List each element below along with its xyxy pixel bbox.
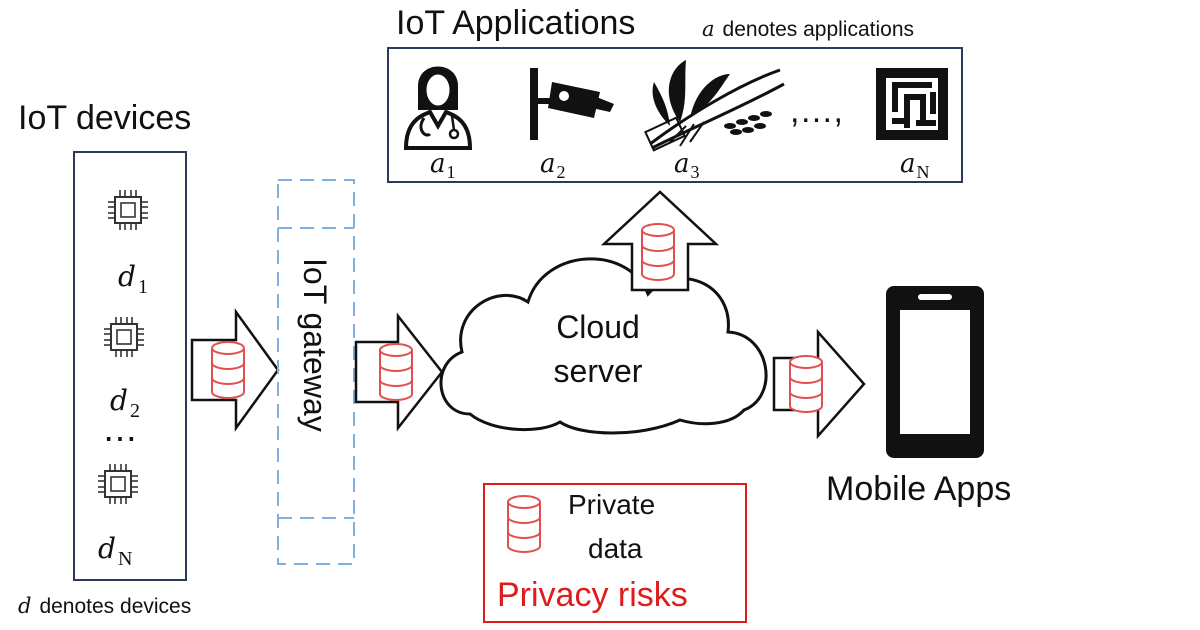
smartphone-icon: [886, 286, 984, 458]
camera-icon: [530, 68, 614, 140]
cloud-label-line2: server: [554, 353, 643, 389]
cloud-server-shape: [439, 257, 768, 435]
database-icon: [789, 355, 823, 413]
applications-ellipsis: ,…,: [790, 92, 843, 130]
chip-icon: [107, 189, 149, 231]
application-label-3: a3: [674, 149, 700, 182]
legend-private-line1: Private: [568, 489, 655, 520]
maze-icon: [876, 68, 948, 140]
cloud-label-line1: Cloud: [556, 309, 640, 345]
devices-ellipsis: ⋯: [103, 420, 137, 458]
chip-icon: [97, 463, 139, 505]
legend-privacy-risks: Privacy risks: [497, 576, 688, 614]
plant-icon: [644, 60, 785, 152]
database-icon: [379, 343, 413, 401]
application-label-n: aN: [900, 149, 930, 182]
devices-box: [73, 151, 187, 581]
applications-title: IoT Applications: [396, 4, 635, 42]
database-icon: [641, 223, 675, 281]
chip-icon: [103, 316, 145, 358]
legend-private-line2: data: [588, 533, 643, 564]
doctor-icon: [403, 66, 473, 150]
application-label-1: a1: [430, 149, 456, 182]
database-icon: [507, 495, 541, 553]
gateway-box: [277, 179, 355, 565]
legend-box: [483, 483, 747, 623]
applications-box: [387, 47, 963, 183]
application-label-2: a2: [540, 149, 566, 182]
database-icon: [211, 341, 245, 399]
mobile-apps-label: Mobile Apps: [826, 470, 1011, 508]
gateway-label: IoT gateway: [297, 258, 333, 432]
devices-title: IoT devices: [18, 99, 191, 137]
